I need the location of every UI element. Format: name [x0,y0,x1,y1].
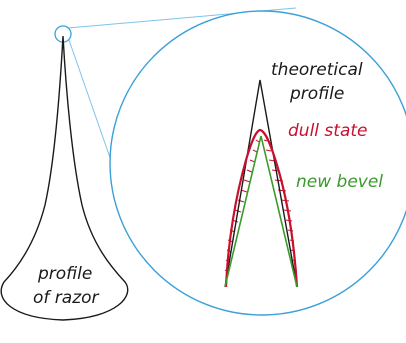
razor-label-line-2: of razor [33,288,100,308]
theoretical-profile-label-line-1: theoretical [271,60,363,80]
theoretical-profile-label-line-2: profile [289,84,344,104]
new-bevel-line [224,135,298,288]
razor-label-line-1: profile [37,264,92,284]
big-zoom-circle [109,10,406,316]
razor-profile-outline [0,35,129,321]
theoretical-profile-line [224,79,298,288]
new-bevel-label: new bevel [296,172,383,192]
dull-state-line [224,128,299,288]
dull-state-label: dull state [288,121,367,141]
